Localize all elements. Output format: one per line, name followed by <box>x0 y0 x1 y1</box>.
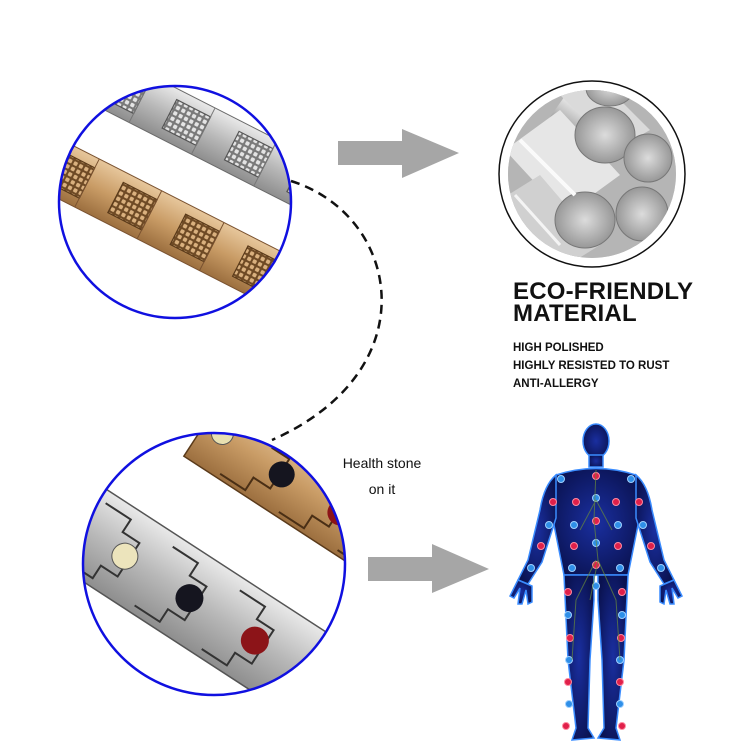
caption-line-1: Health stone <box>342 455 422 471</box>
feature-rust-resistant: HIGHLY RESISTED TO RUST <box>513 360 670 372</box>
material-title-line-2: MATERIAL <box>513 300 637 327</box>
health-stone-closeup-circle <box>81 431 347 697</box>
bracelet-closeup-circle <box>57 84 293 320</box>
material-title: ECO-FRIENDLY MATERIAL <box>513 278 694 327</box>
arrow-right-icon <box>338 129 459 178</box>
health-stone-caption: Health stone on it <box>326 450 438 502</box>
feature-high-polished: HIGH POLISHED <box>513 342 604 354</box>
dashed-connector <box>271 179 383 442</box>
arrow-right-icon <box>368 544 489 593</box>
human-body-figure <box>508 423 684 741</box>
material-feature-list: HIGH POLISHED HIGHLY RESISTED TO RUST AN… <box>513 339 669 393</box>
caption-line-2: on it <box>368 481 396 497</box>
material-title-line-1: ECO-FRIENDLY <box>513 278 694 305</box>
steel-rods-circle <box>498 80 686 268</box>
feature-anti-allergy: ANTI-ALLERGY <box>513 378 599 390</box>
